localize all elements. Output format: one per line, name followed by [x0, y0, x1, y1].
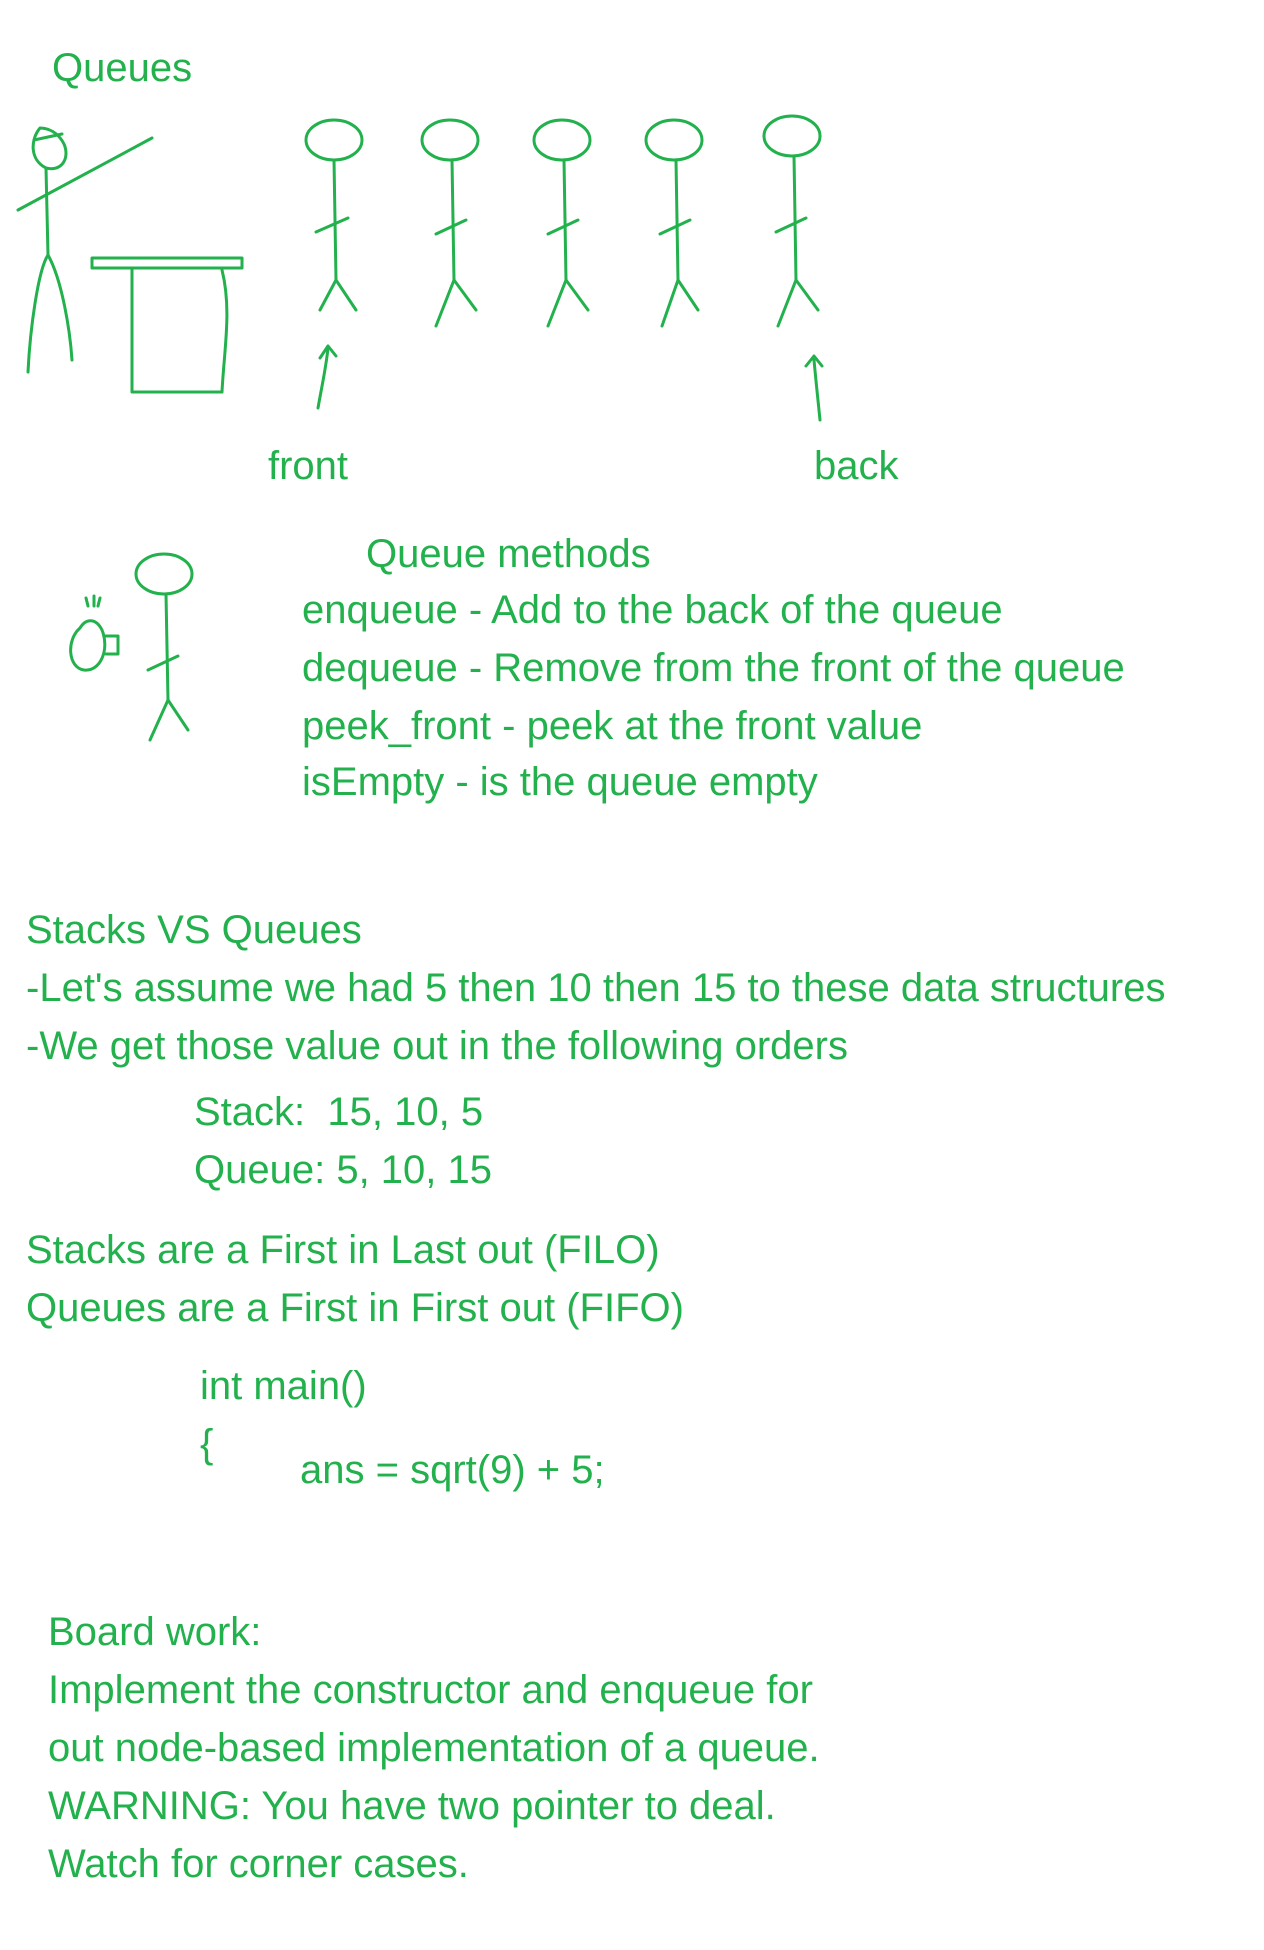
front-label: front — [268, 444, 349, 488]
queue-person-3 — [532, 118, 592, 328]
back-label: back — [814, 444, 899, 488]
queue-order: Queue: 5, 10, 15 — [194, 1148, 493, 1192]
queue-person-5 — [762, 114, 822, 328]
queue-rule: Queues are a First in First out (FIFO) — [26, 1286, 684, 1330]
methods-heading: Queue methods — [366, 532, 651, 576]
front-arrow — [316, 344, 338, 410]
code-line: int main() — [200, 1364, 367, 1408]
queue-person-1 — [304, 118, 364, 312]
method-line: peek_front - peek at the front value — [302, 704, 923, 748]
comparison-heading: Stacks VS Queues — [26, 908, 362, 952]
method-line: enqueue - Add to the back of the queue — [302, 588, 1003, 632]
comparison-line: -We get those value out in the following… — [26, 1024, 848, 1068]
cashier-figure — [16, 126, 154, 374]
comparison-line: -Let's assume we had 5 then 10 then 15 t… — [26, 966, 1166, 1010]
code-brace: { — [200, 1422, 214, 1466]
stack-order: Stack: 15, 10, 5 — [194, 1090, 484, 1134]
counter — [90, 256, 244, 394]
board-work-line: Watch for corner cases. — [48, 1842, 469, 1886]
stack-rule: Stacks are a First in Last out (FILO) — [26, 1228, 660, 1272]
board-work-line: out node-based implementation of a queue… — [48, 1726, 820, 1770]
back-arrow — [804, 354, 824, 422]
mug-icon — [69, 594, 120, 672]
board-work-line: Implement the constructor and enqueue fo… — [48, 1668, 813, 1712]
queue-person-2 — [420, 118, 480, 328]
code-line: ans = sqrt(9) + 5; — [300, 1448, 605, 1492]
board-work-line: WARNING: You have two pointer to deal. — [48, 1784, 776, 1828]
page-title: Queues — [52, 46, 193, 90]
queue-person-4 — [644, 118, 704, 328]
board-work-heading: Board work: — [48, 1610, 262, 1654]
new-person-figure — [134, 552, 194, 742]
method-line: isEmpty - is the queue empty — [302, 760, 818, 804]
method-line: dequeue - Remove from the front of the q… — [302, 646, 1125, 690]
